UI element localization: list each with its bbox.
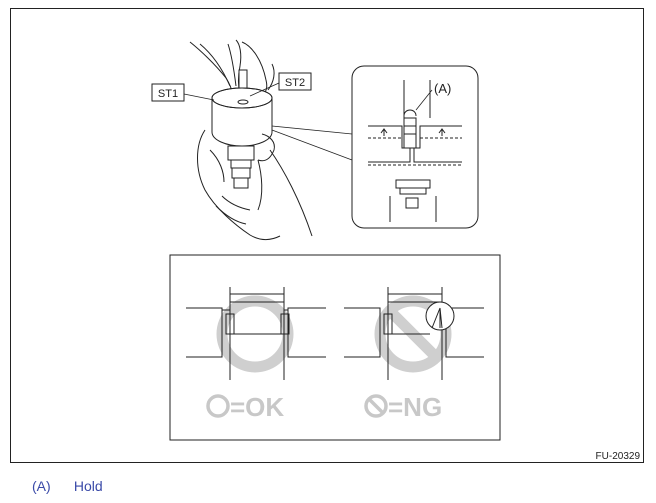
legend-text: Hold [73,478,103,494]
legend-key: (A) [32,478,51,494]
ok-circle-icon [206,394,230,418]
ng-text: =NG [388,392,442,422]
st1-label: ST1 [158,88,178,100]
ok-text: =OK [230,392,284,422]
ok-ng-panel: =OK =NG [169,254,501,441]
hold-marker-label: (A) [434,81,451,96]
st2-label: ST2 [285,77,305,89]
legend-caption: (A) Hold [32,478,103,494]
st1-callout: ST1 [151,83,215,102]
ng-section [344,287,484,380]
figure-id: FU-20329 [596,451,641,462]
st2-callout: ST2 [249,72,312,97]
ok-section [186,287,326,380]
tool-illustration [189,39,353,241]
detail-inset [351,65,479,229]
ng-prohibit-icon [364,394,388,418]
figure-frame [10,8,644,463]
